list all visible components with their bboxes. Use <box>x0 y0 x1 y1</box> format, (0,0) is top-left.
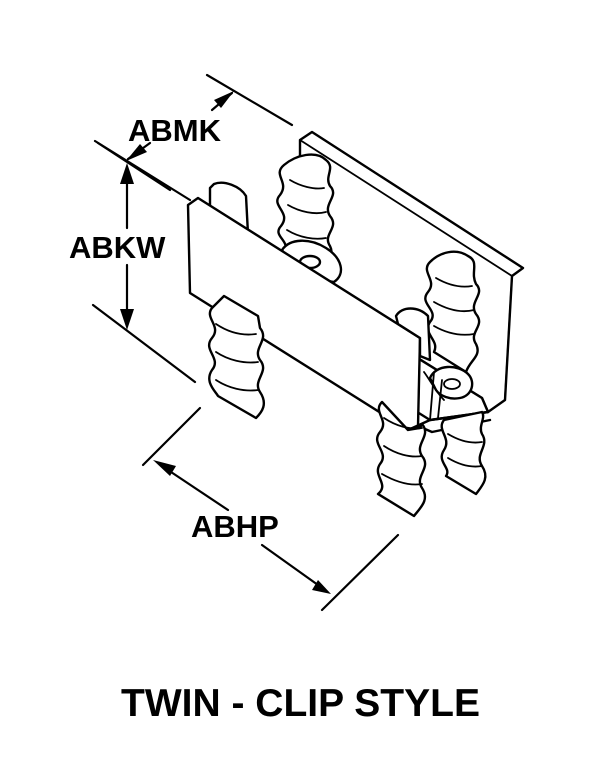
abmk-label: ABMK <box>128 113 221 148</box>
front-right-finger-upper <box>394 307 432 362</box>
abhp-arrow-shaft-left <box>163 466 230 512</box>
front-left-finger-lower <box>207 294 266 420</box>
front-wall-top-edge <box>197 197 421 339</box>
abkw-label: ABKW <box>69 230 166 265</box>
right-spring-hole <box>443 378 461 390</box>
figure-caption: TWIN - CLIP STYLE <box>121 682 480 725</box>
abmk-arrowhead-lower <box>126 144 147 161</box>
back-wall-edge <box>299 131 524 277</box>
abmk-arrowhead-upper <box>214 91 234 108</box>
back-wall-inner <box>504 275 513 399</box>
abhp-extension-right <box>320 533 400 612</box>
abkw-arrowhead-upper <box>120 163 134 184</box>
abkw-extension-bottom <box>91 303 197 384</box>
abkw-extension-top <box>96 141 172 192</box>
front-left-finger-upper <box>208 181 250 236</box>
abhp-arrow-shaft-right <box>260 543 320 587</box>
front-right-finger-lower <box>375 400 427 518</box>
dimension-lines <box>91 73 400 612</box>
heat-sink-clip <box>186 130 525 518</box>
abmk-extension-top <box>205 73 294 127</box>
rear-right-finger-lower <box>440 410 487 496</box>
abkw-arrowhead-lower <box>120 309 134 330</box>
abhp-arrowhead-right <box>312 580 331 594</box>
abhp-arrowhead-left <box>153 460 176 476</box>
rear-right-finger-top <box>424 250 481 374</box>
abhp-extension-left <box>141 406 202 467</box>
abhp-label: ABHP <box>191 509 279 544</box>
